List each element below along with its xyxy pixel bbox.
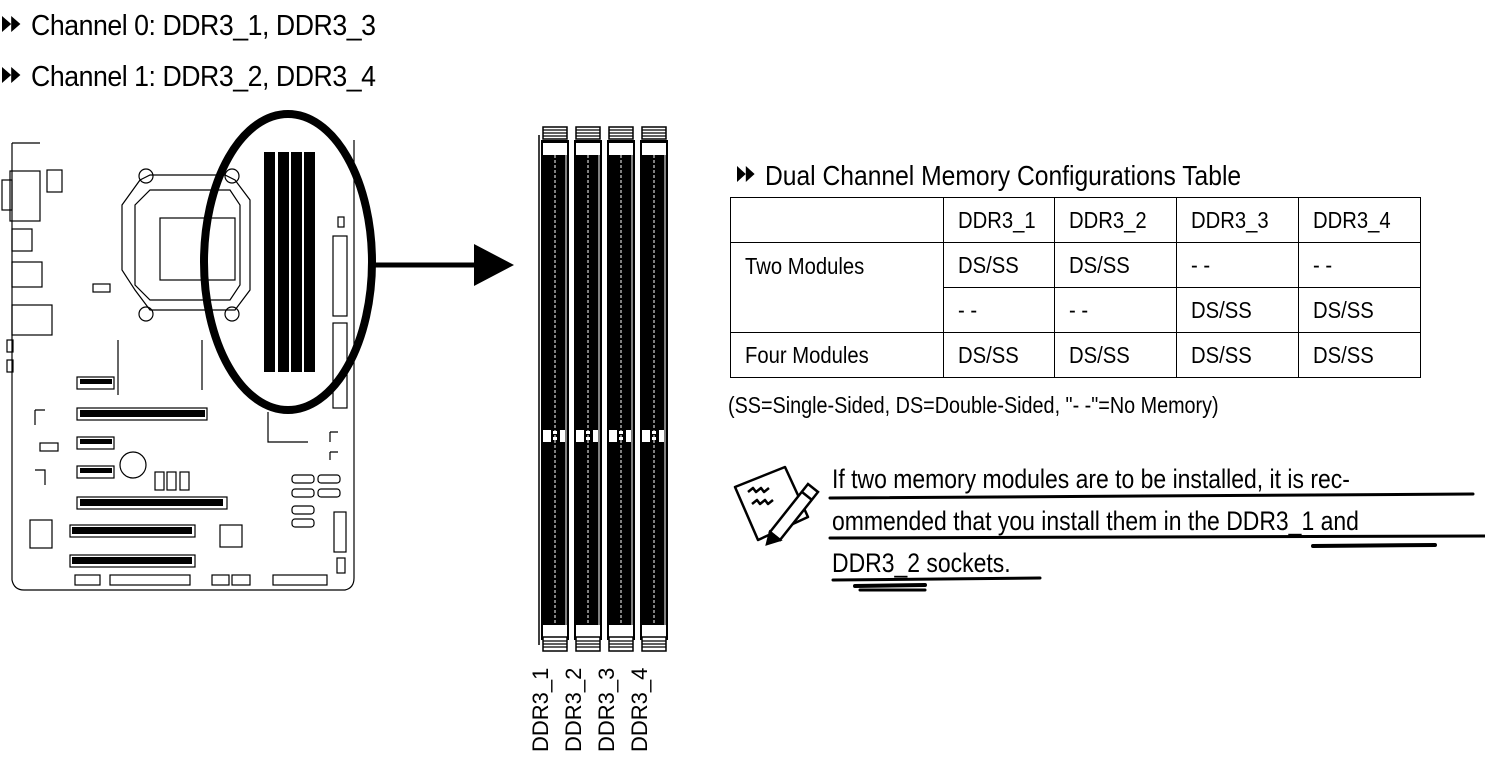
channel-0-label: Channel 0: DDR3_1, DDR3_3 — [31, 10, 376, 42]
io-port — [1, 179, 13, 211]
pcie-x16-slot — [76, 407, 208, 421]
pci-slot — [69, 524, 196, 538]
header-cell: DDR3_3 — [1176, 197, 1299, 243]
dimm-slot — [278, 152, 289, 372]
note-pencil-icon — [733, 465, 820, 546]
header-cell: DDR3_1 — [943, 197, 1055, 243]
board-outline — [11, 140, 355, 591]
io-port — [9, 170, 41, 222]
channel-1-label: Channel 1: DDR3_2, DDR3_4 — [31, 61, 376, 93]
floppy-connector — [109, 574, 191, 586]
channel-1-line: Channel 1: DDR3_2, DDR3_4 — [2, 61, 376, 94]
sata-connector — [317, 488, 341, 498]
note-text: If two memory modules are to be installe… — [832, 458, 1485, 584]
table-cell: DS/SS — [1054, 242, 1177, 288]
fan-header — [92, 283, 111, 293]
dimm-slot-3 — [607, 126, 635, 652]
atx-power-connector — [332, 235, 348, 317]
table-cell: DS/SS — [1298, 287, 1421, 333]
note-line: DDR3_2 sockets. — [832, 548, 1011, 578]
table-cell: - - — [943, 287, 1055, 333]
dimm-slot — [264, 152, 275, 372]
dimm-slot-2 — [574, 126, 602, 652]
table-row: Four Modules DS/SS DS/SS DS/SS DS/SS — [730, 332, 1421, 378]
pcie-x1-slot — [76, 465, 115, 479]
table-header-row: DDR3_1 DDR3_2 DDR3_3 DDR3_4 — [730, 197, 1421, 243]
table-cell: DS/SS — [943, 242, 1055, 288]
header-cell — [730, 197, 944, 243]
memory-config-table: DDR3_1 DDR3_2 DDR3_3 DDR3_4 Two Modules … — [730, 197, 1421, 378]
table-cell: DS/SS — [1054, 332, 1177, 378]
chip — [29, 519, 53, 549]
row-label: Four Modules — [730, 332, 944, 378]
io-port — [11, 228, 33, 252]
dimm-slot — [304, 152, 315, 372]
pci-slot — [69, 554, 196, 568]
table-cell: DS/SS — [943, 332, 1055, 378]
sata-connector — [291, 474, 315, 484]
pcie-x16-slot — [76, 496, 228, 510]
cmos-battery — [119, 451, 147, 479]
pcie-x1-slot — [76, 436, 115, 450]
header-cell: DDR3_4 — [1298, 197, 1421, 243]
table-cell: - - — [1298, 242, 1421, 288]
table-cell: - - — [1054, 287, 1177, 333]
table-title-text: Dual Channel Memory Configurations Table — [764, 160, 1242, 191]
slot-label-ddr3-2: DDR3_2 — [561, 667, 586, 752]
sata-connector — [317, 474, 341, 484]
sata-connector — [291, 505, 315, 515]
io-port — [11, 261, 43, 288]
slot-label-ddr3-3: DDR3_3 — [594, 667, 619, 752]
double-arrow-icon — [2, 16, 21, 37]
header-cell: DDR3_2 — [1054, 197, 1177, 243]
arrow-right-icon — [474, 244, 514, 286]
emphasis-underlines — [828, 492, 1485, 592]
sata-connector — [291, 488, 315, 498]
table-row: Two Modules DS/SS DS/SS - - - - — [730, 242, 1421, 333]
table-cell: DS/SS — [1298, 332, 1421, 378]
double-arrow-icon — [2, 67, 21, 88]
motherboard-diagram — [1, 110, 514, 591]
table-legend: (SS=Single-Sided, DS=Double-Sided, "- -"… — [728, 392, 1219, 418]
row-label: Two Modules — [730, 242, 944, 333]
sata-connector — [291, 518, 315, 528]
io-port — [11, 304, 53, 336]
dimm-slot — [291, 152, 302, 372]
dimm-slots-enlarged — [538, 126, 668, 652]
atx-12v-connector — [46, 169, 63, 193]
front-panel-header — [272, 574, 328, 586]
note-line: ommended that you install them in the DD… — [832, 506, 1359, 536]
table-cell: - - — [1176, 242, 1299, 288]
cpu-socket — [159, 217, 236, 281]
dimm-slot-4 — [640, 126, 668, 652]
dimm-slots-board — [264, 152, 315, 372]
table-title: Dual Channel Memory Configurations Table — [737, 160, 1241, 192]
slot-label-ddr3-1: DDR3_1 — [528, 667, 553, 752]
double-arrow-icon — [737, 166, 755, 187]
table-cell: DS/SS — [1176, 287, 1299, 333]
table-cell: DS/SS — [1176, 332, 1299, 378]
note-line: If two memory modules are to be installe… — [832, 464, 1350, 494]
memory-slots-ellipse — [200, 110, 376, 414]
dimm-slot-1 — [541, 126, 569, 652]
cpu-retention-bracket — [121, 174, 251, 311]
channel-0-line: Channel 0: DDR3_1, DDR3_3 — [2, 10, 376, 43]
slot-label-ddr3-4: DDR3_4 — [627, 667, 652, 752]
pcie-x1-slot — [76, 376, 115, 390]
chipset — [219, 524, 243, 548]
